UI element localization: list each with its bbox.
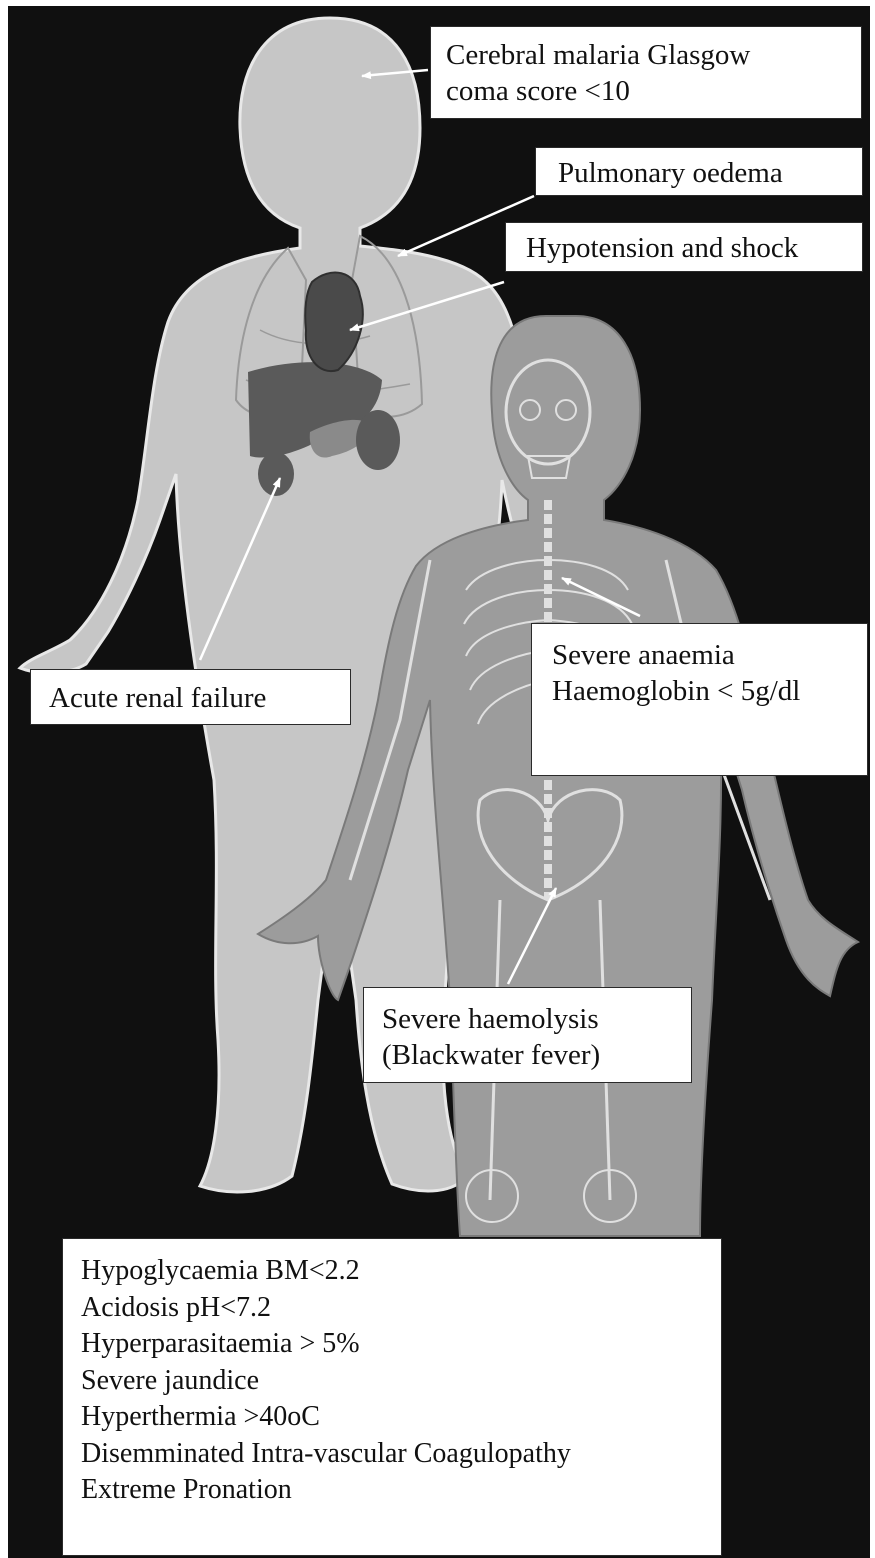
anaemia-label-line-1: Severe anaemia	[552, 637, 867, 673]
criteria-item: Hyperthermia >40oC	[81, 1399, 721, 1436]
acute-renal-failure-label: Acute renal failure	[30, 669, 351, 725]
criteria-item: Severe jaundice	[81, 1363, 721, 1400]
criteria-item: Extreme Pronation	[81, 1472, 721, 1509]
severe-haemolysis-label: Severe haemolysis (Blackwater fever)	[363, 987, 692, 1083]
cerebral-label-line-1: Cerebral malaria Glasgow	[446, 37, 861, 73]
kidney-shape	[356, 410, 400, 470]
hypotension-shock-label: Hypotension and shock	[505, 222, 863, 272]
criteria-item: Acidosis pH<7.2	[81, 1290, 721, 1327]
criteria-item: Hyperparasitaemia > 5%	[81, 1326, 721, 1363]
renal-label-text: Acute renal failure	[49, 680, 350, 716]
criteria-item: Disemminated Intra-vascular Coagulopathy	[81, 1436, 721, 1473]
pulmonary-label-text: Pulmonary oedema	[558, 155, 862, 191]
severe-anaemia-label: Severe anaemia Haemoglobin < 5g/dl	[531, 623, 868, 776]
pulmonary-oedema-label: Pulmonary oedema	[535, 147, 863, 196]
haemolysis-label-line-2: (Blackwater fever)	[382, 1037, 691, 1073]
haemolysis-label-line-1: Severe haemolysis	[382, 1001, 691, 1037]
hypotension-label-text: Hypotension and shock	[526, 230, 862, 266]
criteria-item: Hypoglycaemia BM<2.2	[81, 1253, 721, 1290]
anaemia-label-line-2: Haemoglobin < 5g/dl	[552, 673, 867, 709]
cerebral-label-line-2: coma score <10	[446, 73, 861, 109]
additional-criteria-box: Hypoglycaemia BM<2.2 Acidosis pH<7.2 Hyp…	[62, 1238, 722, 1556]
cerebral-malaria-label: Cerebral malaria Glasgow coma score <10	[430, 26, 862, 119]
